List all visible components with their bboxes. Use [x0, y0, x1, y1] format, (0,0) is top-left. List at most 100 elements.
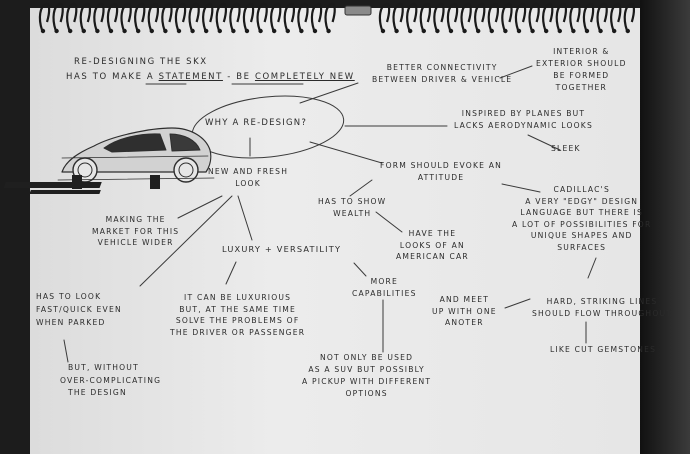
heading-completely-new: completely new: [254, 72, 355, 82]
interior-note: Interior & exterior should be formed tog…: [536, 46, 627, 94]
note-line: Interior &: [553, 47, 610, 56]
meet-note: and meet up with one anoter: [432, 294, 497, 329]
binding-hole: [258, 28, 263, 34]
spiral-ring: [610, 2, 622, 31]
new-fresh-note: New and fresh look: [208, 166, 288, 189]
spiral-ring: [324, 2, 336, 31]
cadillac-note: Cadillac's a very "edgy" design language…: [512, 184, 651, 253]
wealth-note: Has to show wealth: [318, 196, 386, 219]
spiral-ring: [310, 2, 323, 31]
spiral-ring: [596, 2, 608, 31]
without-note: But, without over-complicating the desig…: [60, 362, 161, 400]
note-line: over-complicating: [60, 375, 162, 385]
binding-hole: [244, 28, 250, 34]
spiral-ring: [555, 2, 568, 31]
binding-hole: [68, 28, 73, 34]
spiral-ring: [188, 2, 200, 31]
binding-hole: [163, 28, 168, 34]
heading-part: Has to make a: [66, 72, 155, 82]
american-note: Have the looks of an American car: [396, 228, 469, 263]
binding-hole: [95, 28, 100, 34]
note-line: It can be luxurious: [184, 293, 292, 302]
spiral-ring: [623, 2, 636, 31]
note-line: Form should evoke an: [380, 161, 503, 170]
binding-hole: [584, 28, 590, 34]
binding-hole: [217, 28, 222, 34]
binding-hole: [489, 28, 494, 34]
binding-hole: [136, 28, 141, 34]
binding-hole: [231, 28, 236, 34]
spiral-ring: [147, 2, 160, 31]
note-line: Has to look: [36, 292, 102, 301]
heading-statement: statement: [158, 72, 223, 82]
spiral-ring: [446, 2, 459, 31]
binding-hole: [176, 28, 182, 34]
binding-hole: [122, 28, 127, 34]
binding-hole: [272, 28, 277, 34]
note-line: wealth: [333, 208, 372, 218]
note-line: Making the: [105, 215, 166, 224]
note-line: Have the: [408, 229, 457, 238]
note-line: exterior should: [536, 59, 627, 68]
note-line: market for this: [92, 226, 180, 236]
spiral-ring: [120, 2, 132, 31]
spiral-ring: [66, 2, 78, 31]
note-line: options: [345, 389, 388, 398]
binding-hole: [625, 28, 630, 34]
note-line: capabilities: [352, 288, 417, 298]
note-line: a lot of possibilities for: [512, 219, 652, 229]
note-line: and meet: [439, 295, 490, 304]
note-line: when parked: [36, 318, 106, 327]
spiral-ring: [514, 2, 527, 31]
spiral-ring: [378, 2, 391, 31]
note-line: surfaces: [557, 242, 607, 252]
note-line: a very "edgy" design: [525, 196, 639, 206]
note-line: looks of an: [399, 240, 465, 250]
binding-hole: [435, 28, 440, 34]
note-line: Has to show: [318, 197, 387, 206]
luxury-note: Luxury + Versatility: [222, 244, 342, 254]
note-line: vehicle wider: [97, 238, 174, 247]
note-line: Not only be used: [319, 353, 414, 362]
binding-hole: [612, 28, 617, 34]
binding-hole: [312, 28, 318, 34]
binding-hole: [530, 28, 535, 34]
spiral-ring: [283, 2, 296, 31]
binding-hole: [421, 28, 426, 34]
dark-background: [640, 0, 690, 454]
spiral-ring: [460, 2, 472, 31]
spiral-ring: [79, 2, 92, 31]
binding-hole: [190, 28, 195, 34]
car-sketch-icon: [57, 127, 215, 183]
spiral-ring: [215, 2, 228, 31]
hard-lines-note: Hard, striking lines should flow through…: [532, 296, 672, 319]
note-line: up with one: [432, 306, 497, 316]
sleek-note: Sleek: [551, 144, 581, 153]
note-line: unique shapes and: [530, 231, 633, 240]
spiral-ring: [542, 2, 554, 31]
spiral-ring: [406, 2, 418, 31]
note-line: But, without: [68, 363, 139, 372]
spiral-ring: [297, 2, 309, 31]
binding-hole: [81, 28, 87, 34]
spiral-ring: [38, 2, 51, 31]
note-line: as a SUV but possibly: [308, 365, 425, 374]
binding-hole: [54, 28, 59, 34]
sketchbook-page: [30, 8, 640, 454]
spiral-binding-icon: [38, 2, 636, 34]
connectivity-note: Better connectivity between driver & veh…: [372, 62, 512, 85]
binding-hole: [476, 28, 481, 34]
note-line: Cadillac's: [553, 185, 610, 194]
center-question: Why a re-design?: [205, 118, 308, 128]
note-line: More: [370, 277, 398, 286]
binding-hole: [40, 28, 46, 34]
spiral-ring: [256, 2, 268, 31]
binding-hole: [448, 28, 454, 34]
note-line: should flow throughout: [532, 308, 673, 318]
note-line: look: [235, 178, 261, 188]
suv-note: Not only be used as a SUV but possibly a…: [302, 352, 431, 400]
note-line: but, at the same time: [179, 304, 297, 314]
fast-note: Has to look fast/quick even when parked: [36, 290, 122, 329]
